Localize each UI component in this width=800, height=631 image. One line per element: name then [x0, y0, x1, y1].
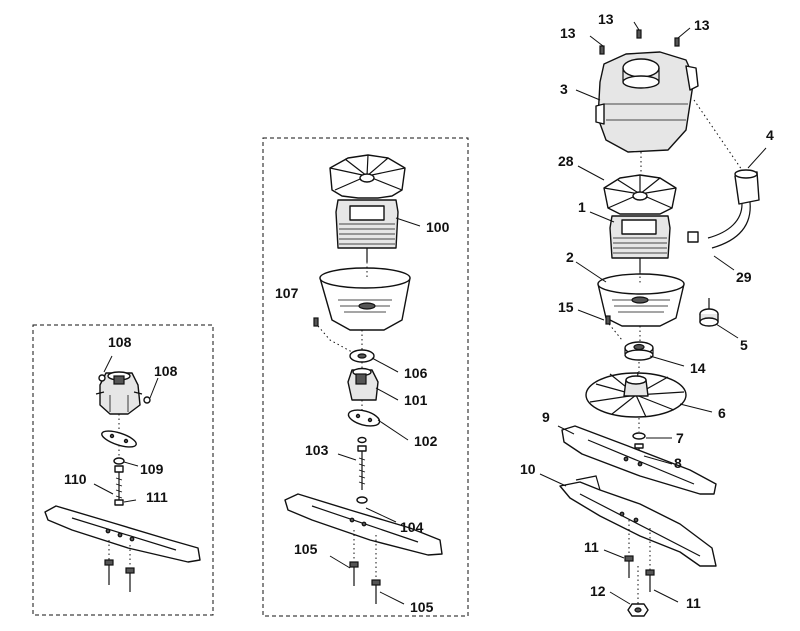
callout-4: 4	[766, 127, 774, 143]
blade-middle	[284, 493, 443, 556]
pin-107	[313, 317, 319, 327]
washer-7	[632, 432, 646, 440]
callout-2: 2	[566, 249, 574, 265]
callout-6: 6	[718, 405, 726, 421]
callout-106: 106	[404, 365, 428, 381]
callout-14: 14	[690, 360, 706, 376]
callout-100: 100	[426, 219, 450, 235]
callout-105-b: 105	[410, 599, 434, 615]
plate-109	[101, 430, 137, 448]
callout-108-b: 108	[154, 363, 178, 379]
callout-101: 101	[404, 392, 428, 408]
callout-111: 111	[146, 489, 168, 505]
callout-28: 28	[558, 153, 574, 169]
callout-109: 109	[140, 461, 164, 477]
screw-13-a	[599, 45, 605, 55]
callout-7: 7	[676, 430, 684, 446]
callout-12: 12	[590, 583, 606, 599]
knob-5	[699, 298, 719, 327]
washer-109	[113, 457, 125, 465]
callout-13-a: 13	[560, 25, 576, 41]
blade-9	[561, 425, 717, 495]
screw-13-c	[674, 37, 680, 47]
callout-103: 103	[305, 442, 329, 458]
callout-8: 8	[674, 455, 682, 471]
callout-1: 1	[578, 199, 586, 215]
nut-12	[627, 603, 649, 617]
bolt-110	[114, 465, 124, 505]
blade-left	[44, 505, 201, 563]
screw-108-left	[98, 374, 106, 382]
callout-11-b: 11	[686, 595, 701, 611]
plate-102	[347, 409, 381, 427]
callout-3: 3	[560, 81, 568, 97]
bolt-11-b	[645, 569, 655, 592]
callout-104: 104	[400, 519, 424, 535]
washer-111	[114, 499, 124, 506]
middle-kit-dashed-box	[262, 137, 469, 617]
bolt-left-1	[104, 559, 114, 585]
callout-110: 110	[64, 471, 87, 487]
callout-10: 10	[520, 461, 536, 477]
screw-13-b	[636, 29, 642, 39]
bolt-105-a	[349, 561, 359, 586]
bolt-103	[357, 445, 367, 490]
motor-assembly-1	[603, 174, 677, 272]
callout-13-b: 13	[598, 11, 614, 27]
callout-107: 107	[275, 285, 299, 301]
motor-100	[329, 154, 406, 262]
screw-108-right	[143, 396, 151, 404]
callout-102: 102	[414, 433, 438, 449]
callout-5: 5	[740, 337, 748, 353]
blade-10	[559, 475, 717, 567]
callout-13-c: 13	[694, 17, 710, 33]
callout-15: 15	[558, 299, 574, 315]
bolt-left-2	[125, 567, 135, 592]
callout-108-a: 108	[108, 334, 132, 350]
washer-104	[356, 496, 368, 504]
motor-cover-3	[595, 51, 699, 153]
bearing-14	[624, 341, 654, 361]
callout-9: 9	[542, 409, 550, 425]
bowl-housing	[319, 267, 411, 331]
adapter-101	[347, 367, 379, 401]
fan-6	[585, 371, 687, 418]
callout-29: 29	[736, 269, 752, 285]
bowl-2	[597, 273, 685, 327]
capacitor-4	[687, 169, 760, 249]
left-kit-dashed-box	[32, 324, 214, 616]
bolt-11-a	[624, 555, 634, 578]
blade-adapter-108	[95, 371, 143, 415]
callout-105-a: 105	[294, 541, 318, 557]
bolt-105-b	[371, 579, 381, 604]
pin-15	[605, 315, 611, 325]
callout-11-a: 11	[584, 539, 599, 555]
